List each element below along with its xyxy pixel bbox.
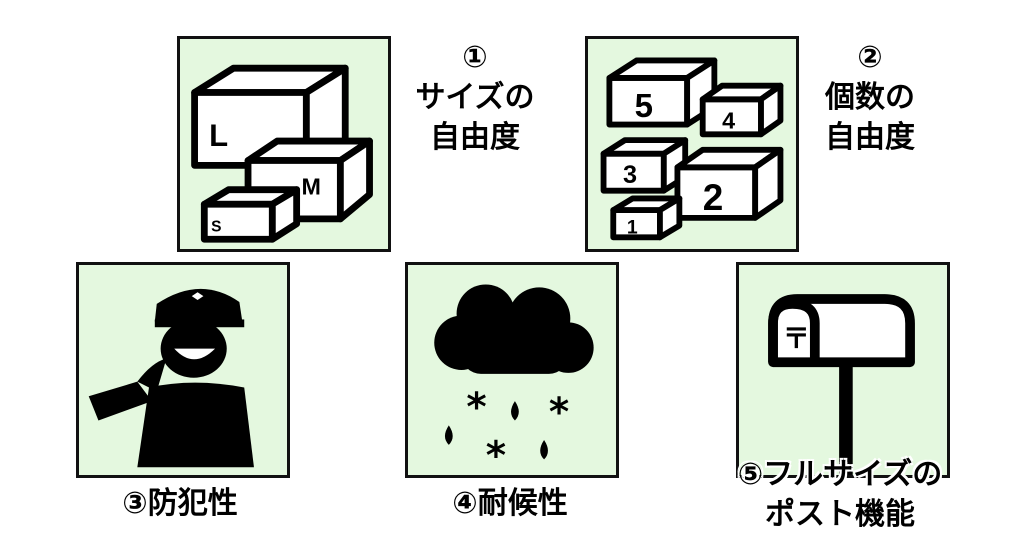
security-guard-icon — [88, 288, 254, 468]
label-security: ③防犯性 — [95, 484, 265, 524]
box-label-m: M — [301, 174, 320, 200]
panel-security — [76, 262, 290, 478]
item-title-line1: サイズの — [415, 80, 535, 115]
item-title-line2: ポスト機能 — [765, 497, 915, 532]
rain-snow-cloud-icon: *** — [434, 284, 594, 475]
numbered-boxes-icon: 5 4 3 2 1 — [600, 57, 784, 241]
cardboard-boxes-icon: L M S — [191, 64, 373, 243]
panel-weather-resistance: *** — [405, 262, 619, 478]
item-title: 耐候性 — [477, 486, 568, 521]
item-number: ① — [462, 40, 488, 75]
mailbox-icon: 〒 — [768, 294, 915, 475]
label-full-size-mailbox: ⑤フルサイズの ポスト機能 — [705, 455, 975, 535]
item-title-line2: 自由度 — [430, 120, 520, 155]
item-number: ③ — [122, 486, 148, 521]
item-number: ② — [857, 40, 883, 75]
svg-text:*: * — [549, 390, 569, 435]
box-label-s: S — [211, 218, 221, 235]
box-label-2: 2 — [703, 177, 724, 218]
item-number: ⑤ — [737, 457, 764, 492]
panel-quantity-freedom: 5 4 3 2 1 — [585, 36, 799, 252]
svg-text:*: * — [466, 386, 486, 431]
item-title-line2: 自由度 — [825, 120, 915, 155]
panel-full-size-mailbox: 〒 — [736, 262, 950, 478]
label-size-freedom: ① サイズの 自由度 — [395, 38, 555, 158]
label-quantity-freedom: ② 個数の 自由度 — [800, 38, 940, 158]
item-number: ④ — [452, 486, 478, 521]
box-label-l: L — [209, 118, 228, 153]
box-label-4: 4 — [722, 107, 735, 133]
box-label-1: 1 — [627, 216, 638, 238]
box-label-5: 5 — [635, 88, 653, 125]
postal-mark: 〒 — [783, 324, 810, 355]
box-label-3: 3 — [623, 161, 637, 189]
item-title-line1: フルサイズの — [763, 457, 943, 492]
panel-size-freedom: L M S — [177, 36, 391, 252]
svg-text:*: * — [486, 434, 506, 475]
item-title-line1: 個数の — [825, 80, 915, 115]
label-weather-resistance: ④耐候性 — [425, 484, 595, 524]
item-title: 防犯性 — [147, 486, 238, 521]
